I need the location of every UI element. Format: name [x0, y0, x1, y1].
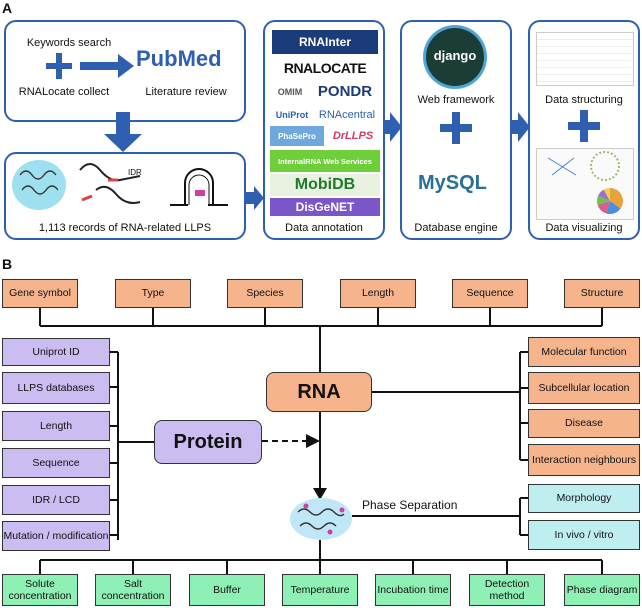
disgenet-logo: DisGeNET	[270, 198, 380, 216]
pie-chart	[597, 188, 623, 214]
length-box: Length	[340, 279, 416, 308]
structure-box: Structure	[564, 279, 640, 308]
protein-length-box: Length	[2, 411, 110, 441]
drllps-logo: DrLLPS	[332, 130, 374, 142]
disease-box: Disease	[528, 409, 640, 438]
pondr-logo: PONDR	[317, 82, 373, 100]
table-screenshot	[536, 32, 634, 86]
pie-slice	[605, 201, 621, 214]
sequence-box: Sequence	[452, 279, 528, 308]
pie-slice	[610, 188, 623, 209]
idr-lcd-box: IDR / LCD	[2, 485, 110, 515]
species-box: Species	[227, 279, 303, 308]
type-box: Type	[115, 279, 191, 308]
protein-node: Protein	[154, 420, 262, 464]
data-structuring-text: Data structuring	[545, 94, 623, 106]
phase-diagram-box: Phase diagram	[564, 574, 640, 606]
literature-review-text: Literature review	[145, 86, 227, 98]
rna-node: RNA	[266, 372, 372, 412]
temperature-box: Temperature	[282, 574, 358, 606]
panel-a-label: A	[2, 0, 13, 16]
plus-icon-2	[440, 112, 472, 144]
rna-web-services-logo: InternalRNA Web Services	[270, 150, 380, 172]
data-annotation-text: Data annotation	[285, 222, 363, 234]
mobidb-logo: MobiDB	[270, 174, 380, 196]
rnainter-logo: RNAInter	[272, 30, 378, 54]
incubation-time-box: Incubation time	[375, 574, 451, 606]
pie-slice	[597, 201, 610, 214]
mysql-logo: MySQL	[418, 172, 487, 194]
plus-icon-3	[568, 110, 600, 142]
database-engine-text: Database engine	[414, 222, 498, 234]
rna-droplet-image	[12, 160, 66, 210]
pubmed-logo: PubMed	[136, 46, 222, 71]
phase-separation-label: Phase Separation	[362, 498, 458, 512]
gene-symbol-box: Gene symbol	[2, 279, 78, 308]
records-text: 1,113 records of RNA-related LLPS	[38, 222, 212, 234]
subcellular-location-box: Subcellular location	[528, 372, 640, 404]
phase-separation-droplet	[290, 498, 352, 540]
omim-logo: OMIM	[277, 87, 303, 97]
detection-method-box: Detection method	[469, 574, 545, 606]
keywords-search-text: Keywords search	[26, 37, 112, 49]
rnalocate-logo: RNALOCATE	[283, 60, 367, 76]
uniprot-id-box: Uniprot ID	[2, 338, 110, 366]
mutation-modification-box: Mutation / modification	[2, 521, 110, 551]
morphology-box: Morphology	[528, 484, 640, 513]
idr-label: IDR	[128, 168, 142, 177]
pie-slice	[598, 189, 610, 201]
django-logo: django	[426, 28, 484, 86]
pie-slice	[603, 188, 610, 201]
plus-icon	[46, 53, 72, 79]
llps-databases-box: LLPS databases	[2, 372, 110, 404]
web-framework-text: Web framework	[417, 94, 495, 106]
interaction-neighbours-box: Interaction neighbours	[528, 444, 640, 476]
in-vivo-vitro-box: In vivo / vitro	[528, 520, 640, 550]
uniprot-logo: UniProt	[275, 110, 309, 120]
rnacentral-logo: RNAcentral	[318, 109, 376, 121]
phasepro-logo: PhaSePro	[270, 126, 324, 146]
pie-slice	[597, 195, 610, 206]
panel-b-label: B	[2, 256, 13, 272]
molecular-function-box: Molecular function	[528, 337, 640, 367]
rnalocate-collect-text: RNALocate collect	[18, 86, 110, 98]
solute-concentration-box: Solute concentration	[2, 574, 78, 606]
buffer-box: Buffer	[189, 574, 265, 606]
protein-sequence-box: Sequence	[2, 448, 110, 478]
data-visualizing-text: Data visualizing	[545, 222, 623, 234]
salt-concentration-box: Salt concentration	[95, 574, 171, 606]
